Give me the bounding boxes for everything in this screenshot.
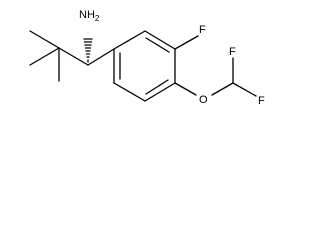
structure-canvas: NH2 F O F F — [29, 9, 265, 107]
molecule-drawing: NH2 F O F F — [29, 9, 265, 107]
amine-label: NH2 — [79, 9, 100, 23]
difluoro-right-label: F — [258, 95, 265, 107]
bond-aryl-fluorine — [174, 35, 199, 50]
bond-quaternary-methyl-bottom — [29, 47, 60, 66]
oxygen-label: O — [199, 94, 208, 106]
difluoro-top-label: F — [229, 46, 236, 58]
bond-stereocenter-tbutyl — [58, 47, 89, 66]
bond-oxygen-carbon — [211, 82, 234, 96]
bond-quaternary-methyl-top — [29, 30, 60, 49]
bond-stereocenter-ring — [87, 48, 115, 66]
benzene-ring — [113, 30, 176, 102]
stereo-wedge-bond — [83, 38, 93, 63]
fluorine-label: F — [199, 24, 206, 36]
bond-aryl-oxygen — [174, 82, 197, 96]
bond-carbon-fluorine-right — [232, 82, 257, 97]
